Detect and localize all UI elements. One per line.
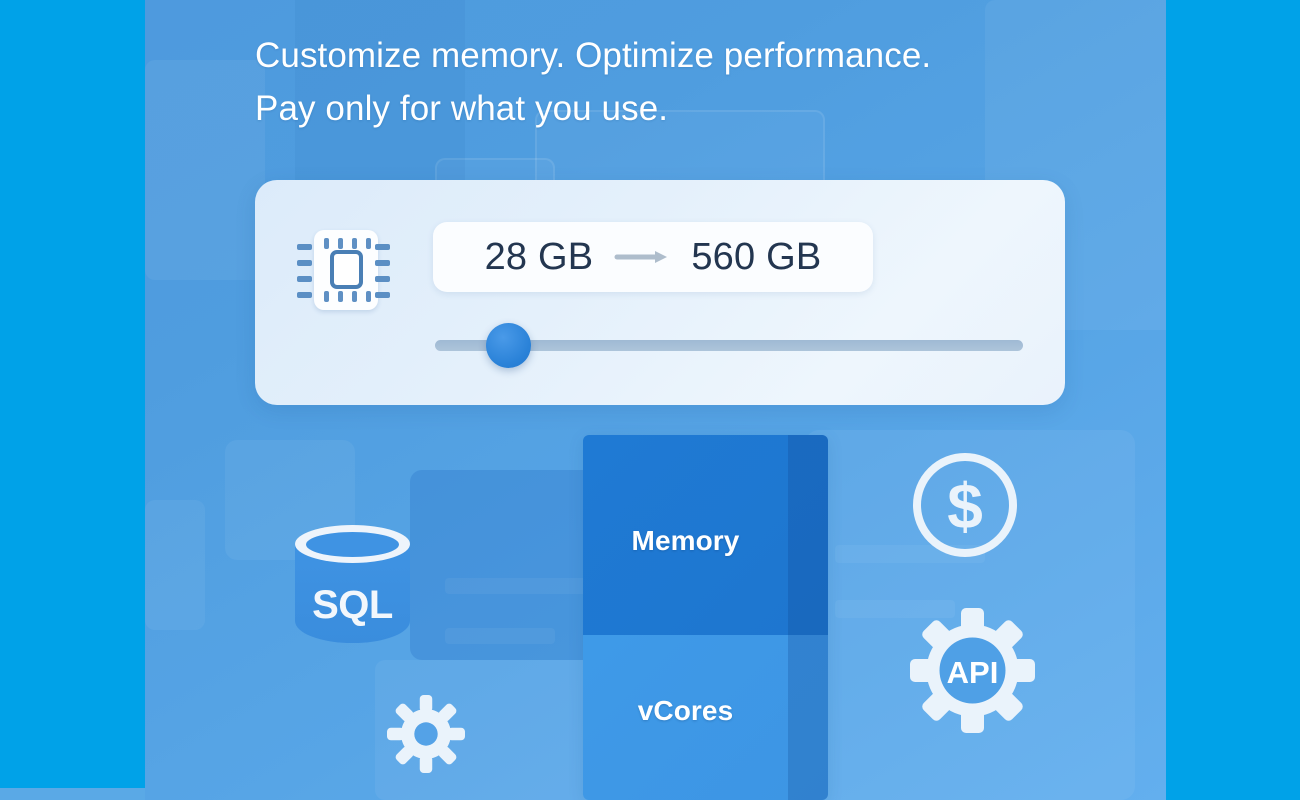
resource-block-edge xyxy=(788,435,828,800)
bg-bar-1 xyxy=(445,578,590,594)
main-panel: Customize memory. Optimize performance. … xyxy=(145,0,1166,800)
vcores-label: vCores xyxy=(637,695,734,726)
arrow-right-icon xyxy=(614,251,668,263)
resource-block: Memory vCores xyxy=(583,435,828,800)
api-label: API xyxy=(947,655,999,690)
bg-bar-2 xyxy=(445,628,555,644)
memory-slider-track[interactable] xyxy=(435,340,1023,351)
bg-block-behind-sql xyxy=(410,470,605,660)
memory-value-to: 560 GB xyxy=(691,235,822,278)
memory-value-pill: 28 GB 560 GB xyxy=(433,222,873,292)
memory-value-from: 28 GB xyxy=(484,235,594,278)
left-accent-band-foot xyxy=(0,788,145,800)
gear-icon xyxy=(387,695,465,773)
bg-soft-shape-edge2 xyxy=(145,500,205,630)
memory-label: Memory xyxy=(631,525,740,556)
api-gear-icon: API xyxy=(910,608,1035,733)
left-accent-band xyxy=(0,0,145,788)
page-headline: Customize memory. Optimize performance. … xyxy=(255,36,932,128)
resource-block-memory-section xyxy=(583,435,828,635)
bg-soft-shape-edge xyxy=(145,60,265,280)
dollar-coin-icon: $ xyxy=(910,450,1020,560)
svg-text:$: $ xyxy=(947,470,983,542)
cpu-chip-icon xyxy=(290,222,396,318)
memory-slider-thumb[interactable] xyxy=(486,323,531,368)
bg-bar-4 xyxy=(835,600,955,618)
resource-block-vcores-section xyxy=(583,635,828,800)
database-cylinder-icon: SQL xyxy=(295,525,410,655)
right-accent-band xyxy=(1166,0,1300,800)
memory-config-card: 28 GB 560 GB xyxy=(255,180,1065,405)
sql-label: SQL xyxy=(312,583,393,627)
